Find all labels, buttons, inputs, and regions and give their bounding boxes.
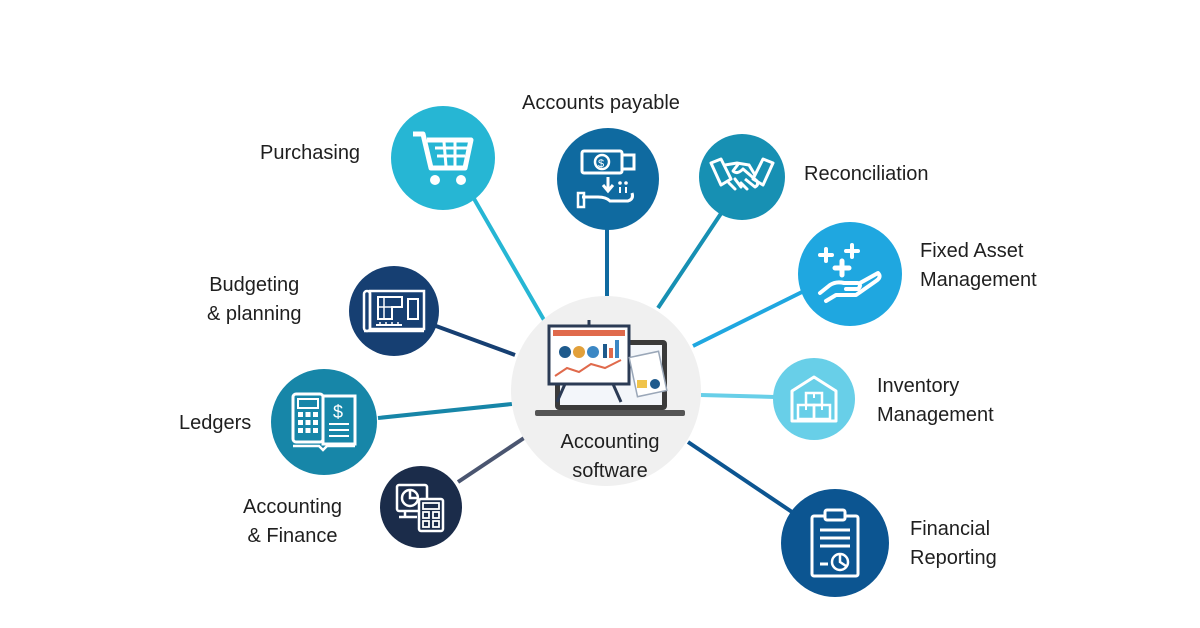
node-budgeting (349, 266, 439, 356)
node-financial-reporting (781, 489, 889, 597)
svg-text:$: $ (598, 158, 604, 170)
pie-chart-calculator-icon (395, 483, 445, 533)
label-fixed-asset: Fixed Asset Management (920, 237, 1037, 295)
label-financial-reporting: Financial Reporting (910, 515, 997, 573)
connector-financial-reporting (686, 440, 794, 514)
hand-plus-icon (818, 243, 882, 303)
node-ledgers: $ (271, 369, 377, 475)
label-purchasing-line1: Purchasing (260, 142, 361, 164)
center-label-line1: Accounting (560, 431, 660, 453)
node-inventory (773, 358, 855, 440)
handshake-icon (709, 157, 775, 191)
node-accounts-payable: $ (557, 128, 659, 230)
label-accounting-finance: Accounting & Finance (243, 493, 342, 551)
label-budgeting: Budgeting & planning (207, 271, 302, 329)
warehouse-boxes-icon (790, 375, 838, 423)
connector-ledgers (377, 402, 513, 420)
label-accounts-payable-line1: Accounts payable (522, 92, 680, 114)
label-reconciliation-line1: Reconciliation (804, 163, 929, 185)
label-ledgers-line1: Ledgers (179, 412, 252, 434)
label-budgeting-line1: Budgeting (209, 274, 300, 296)
label-financial-reporting-line2: Reporting (910, 547, 997, 569)
label-fixed-asset-line2: Management (920, 269, 1037, 291)
blueprint-icon (362, 289, 426, 333)
label-budgeting-line2: & planning (207, 303, 302, 325)
label-inventory: Inventory Management (877, 372, 994, 430)
label-reconciliation: Reconciliation (804, 160, 929, 189)
label-purchasing: Purchasing (260, 139, 360, 168)
connector-budgeting (435, 324, 516, 357)
label-fixed-asset-line1: Fixed Asset (920, 240, 1024, 262)
label-inventory-line1: Inventory (877, 375, 960, 397)
label-financial-reporting-line1: Financial (910, 518, 991, 540)
shopping-cart-icon (413, 131, 474, 185)
connector-inventory (700, 393, 776, 399)
node-purchasing (391, 106, 495, 210)
clipboard-report-icon (810, 508, 860, 578)
connector-fixed-asset (692, 290, 803, 348)
label-accounting-finance-line2: & Finance (247, 525, 338, 547)
center-label-line2: software (572, 460, 648, 482)
node-accounting-finance (380, 466, 462, 548)
center-label: Accounting software (545, 428, 675, 486)
connector-accounting-finance (456, 436, 526, 484)
presentation-board-laptop-icon (535, 320, 685, 416)
calculator-ledger-icon: $ (291, 392, 357, 452)
connector-purchasing (471, 196, 546, 321)
money-transfer-icon: $ (576, 149, 636, 209)
node-fixed-asset (798, 222, 902, 326)
svg-text:$: $ (333, 402, 343, 422)
label-accounting-finance-line1: Accounting (243, 496, 342, 518)
label-ledgers: Ledgers (179, 409, 251, 438)
node-reconciliation (699, 134, 785, 220)
connector-reconciliation (656, 210, 724, 310)
label-inventory-line2: Management (877, 404, 994, 426)
label-accounts-payable: Accounts payable (522, 89, 680, 118)
